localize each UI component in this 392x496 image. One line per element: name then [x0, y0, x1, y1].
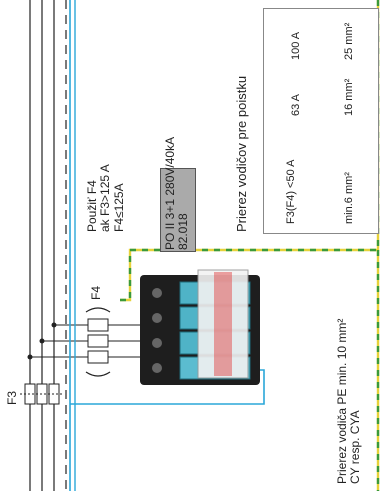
tap-node-2 [39, 338, 45, 344]
table-cell-fuse-1: F3(F4) <50 A [285, 159, 297, 224]
spd-screw-4 [152, 363, 162, 373]
spd-spec-text: PO II 3+1 280V/40kA 82.018 [163, 136, 191, 250]
tap-node-3 [51, 322, 57, 328]
spd-spec-line-2: 82.018 [176, 213, 191, 250]
f4-bracket-bottom [85, 371, 111, 377]
sizing-table [263, 8, 379, 234]
spd-label-strip [214, 272, 232, 376]
f4-fuse-2 [87, 334, 109, 348]
spd-screw-2 [152, 313, 162, 323]
f4-fuse-3 [87, 318, 109, 332]
use-f4-line-1: Použiť F4 [85, 180, 99, 232]
table-cell-section-2: 16 mm² [343, 78, 355, 116]
spd-spec-box [160, 168, 196, 252]
pe-note: Prierez vodiča PE min. 10 mm² CY resp. C… [335, 318, 363, 484]
surge-protector [140, 269, 260, 385]
spd-screw-3 [152, 338, 162, 348]
f4-label: F4 [89, 285, 103, 300]
pe-note-line-1: Prierez vodiča PE min. 10 mm² [335, 318, 349, 484]
table-title: Prierez vodičov pre poistku [234, 75, 249, 232]
f3-label: F3 [5, 390, 19, 405]
use-f4-line-3: F4≤125A [111, 183, 126, 232]
table-cell-section-3: 25 mm² [343, 22, 355, 60]
f4-bracket-top [85, 307, 111, 313]
spd-screw-1 [152, 288, 162, 298]
tap-node-1 [27, 354, 33, 360]
pe-note-line-2: CY resp. CYA [348, 410, 363, 484]
use-f4-note: Použiť F4 ak F3>125 A F4≤125A [85, 164, 126, 232]
f4-fuse-1 [87, 350, 109, 364]
table-cell-fuse-3: 100 A [290, 31, 302, 60]
use-f4-line-2: ak F3>125 A [98, 164, 113, 232]
pe-wire-green [120, 0, 380, 302]
table-cell-section-1: min.6 mm² [343, 172, 355, 224]
table-cell-fuse-2: 63 A [290, 93, 302, 116]
spd-spec-line-1: PO II 3+1 280V/40kA [163, 136, 177, 250]
